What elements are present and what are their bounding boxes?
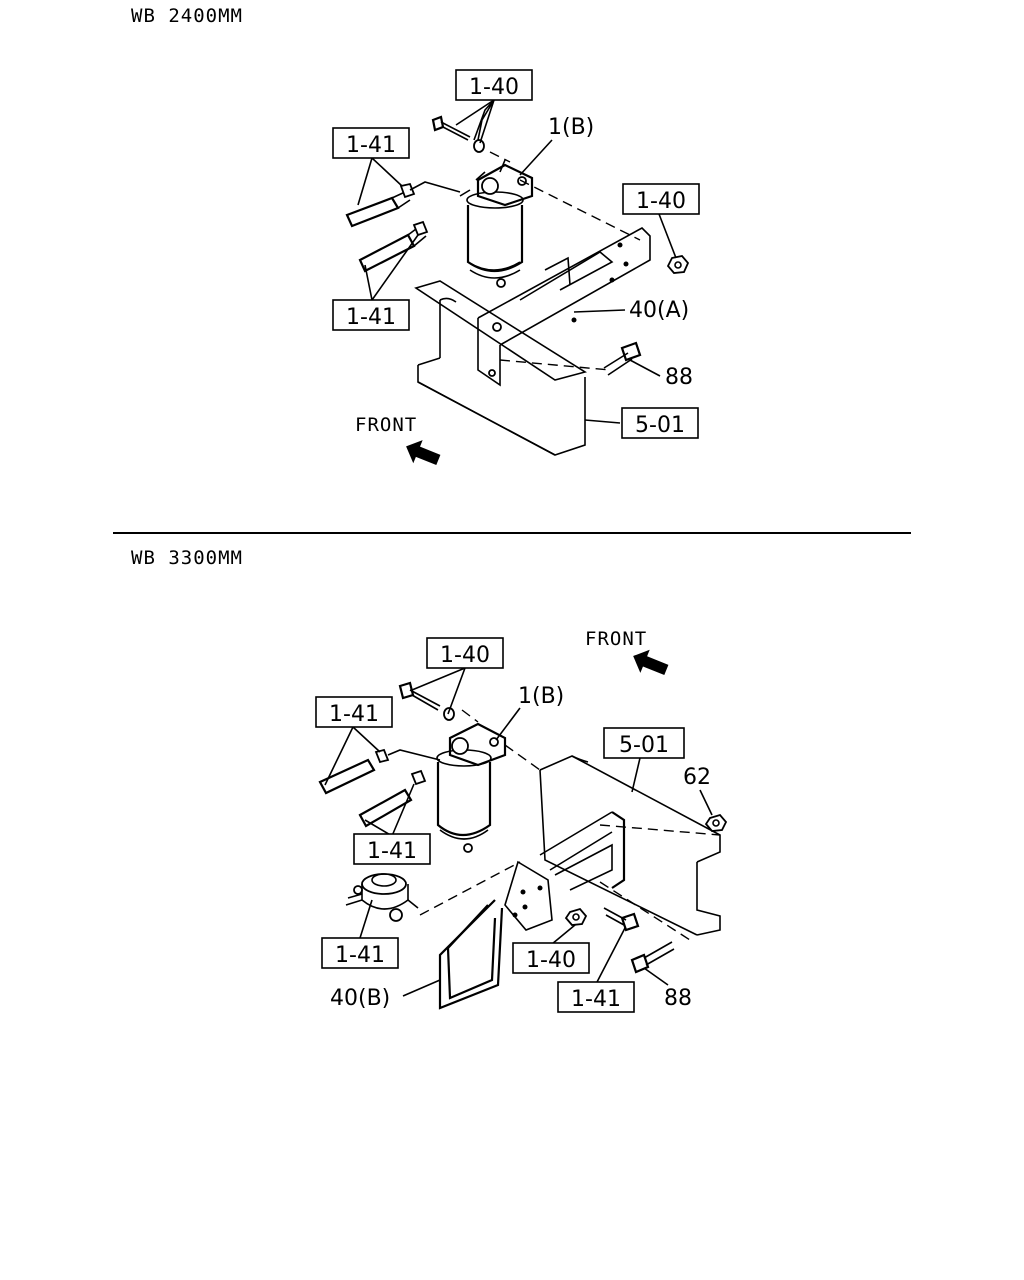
hoses <box>345 181 461 273</box>
callout-1-41-bolt: 1-41 <box>571 987 621 1012</box>
callout-5-01: 5-01 <box>635 413 685 438</box>
callout-40a: 40(A) <box>629 298 689 323</box>
leader-line <box>364 234 419 301</box>
callout-box <box>455 69 533 101</box>
guide-line <box>599 824 721 836</box>
leader-line <box>584 419 621 424</box>
leader-line <box>495 707 521 741</box>
guide-line <box>461 709 479 723</box>
bracket-40a <box>477 227 651 387</box>
fuel-filter-assembly <box>436 722 507 853</box>
leader-line <box>699 789 713 816</box>
bracket-40b <box>438 811 626 1010</box>
callout-88: 88 <box>664 986 692 1011</box>
fuel-filter-assembly <box>459 159 534 288</box>
callout-62: 62 <box>683 765 711 790</box>
callout-box <box>622 183 700 215</box>
guide-line <box>599 881 691 941</box>
callout-88: 88 <box>665 365 693 390</box>
bolt-88 <box>630 941 675 974</box>
leader-line <box>473 99 495 141</box>
callout-5-01: 5-01 <box>619 733 669 758</box>
callout-box <box>557 981 635 1013</box>
callout-40b: 40(B) <box>330 986 390 1011</box>
callout-box <box>426 637 504 669</box>
front-arrow-icon <box>633 649 669 676</box>
leader-line <box>658 213 677 259</box>
section-title-wb-2400: WB 2400MM <box>131 5 243 27</box>
callout-box <box>321 937 399 969</box>
callout-1-40-top: 1-40 <box>440 643 490 668</box>
callout-box <box>512 942 590 974</box>
bolt-1-41 <box>603 907 640 932</box>
front-arrow-icon <box>406 440 441 466</box>
callout-box <box>332 127 410 159</box>
callout-1-40-right: 1-40 <box>636 189 686 214</box>
section-title-wb-3300: WB 3300MM <box>131 547 243 569</box>
bolt-top <box>431 115 485 153</box>
frame-rail <box>414 280 587 456</box>
callout-1-41-lower: 1-41 <box>346 305 396 330</box>
leader-line <box>631 757 641 793</box>
front-label: FRONT <box>355 414 417 436</box>
nut-1-40 <box>564 907 588 926</box>
guide-line <box>489 151 511 163</box>
bolt-88 <box>603 341 642 376</box>
diagram-wb-3300: 1-40 1-41 1(B) 5-01 62 1-41 1-41 1-40 40… <box>315 628 728 1013</box>
callout-box <box>332 299 410 331</box>
regulator-valve <box>345 873 419 922</box>
callout-1-41-regulator: 1-41 <box>335 943 385 968</box>
nut-62 <box>704 813 728 832</box>
guide-line <box>499 359 611 371</box>
leader-line <box>595 927 626 985</box>
leader-line <box>402 979 441 997</box>
leader-line <box>411 667 466 715</box>
callout-box <box>621 407 699 439</box>
callout-1-40-top: 1-40 <box>469 75 519 100</box>
callout-1b: 1(B) <box>518 684 564 709</box>
leader-line <box>643 967 669 986</box>
nut-right <box>666 255 690 274</box>
front-label: FRONT <box>585 628 647 650</box>
callout-box <box>353 833 431 865</box>
guide-line <box>519 179 641 241</box>
bolt-top <box>398 681 455 721</box>
leader-line <box>551 924 576 945</box>
callout-box <box>315 696 393 728</box>
leader-line <box>357 157 403 206</box>
callout-1-41-middle: 1-41 <box>367 839 417 864</box>
callout-1-40-nut: 1-40 <box>526 948 576 973</box>
guide-line <box>504 744 541 771</box>
hoses <box>318 748 441 828</box>
callout-1b: 1(B) <box>548 115 594 140</box>
callout-1-41-upper: 1-41 <box>346 133 396 158</box>
callout-box <box>603 727 685 759</box>
leader-line <box>573 309 626 313</box>
leader-line <box>629 359 661 377</box>
callout-1-41-upper: 1-41 <box>329 702 379 727</box>
leader-line <box>519 139 553 176</box>
leader-line <box>359 899 373 939</box>
diagram-wb-2400: 1-40 1-41 1(B) 1-40 1-41 40(A) 88 5-01 F… <box>332 69 700 466</box>
leader-line <box>455 99 495 144</box>
guide-line <box>419 861 521 916</box>
leader-line <box>324 726 381 786</box>
